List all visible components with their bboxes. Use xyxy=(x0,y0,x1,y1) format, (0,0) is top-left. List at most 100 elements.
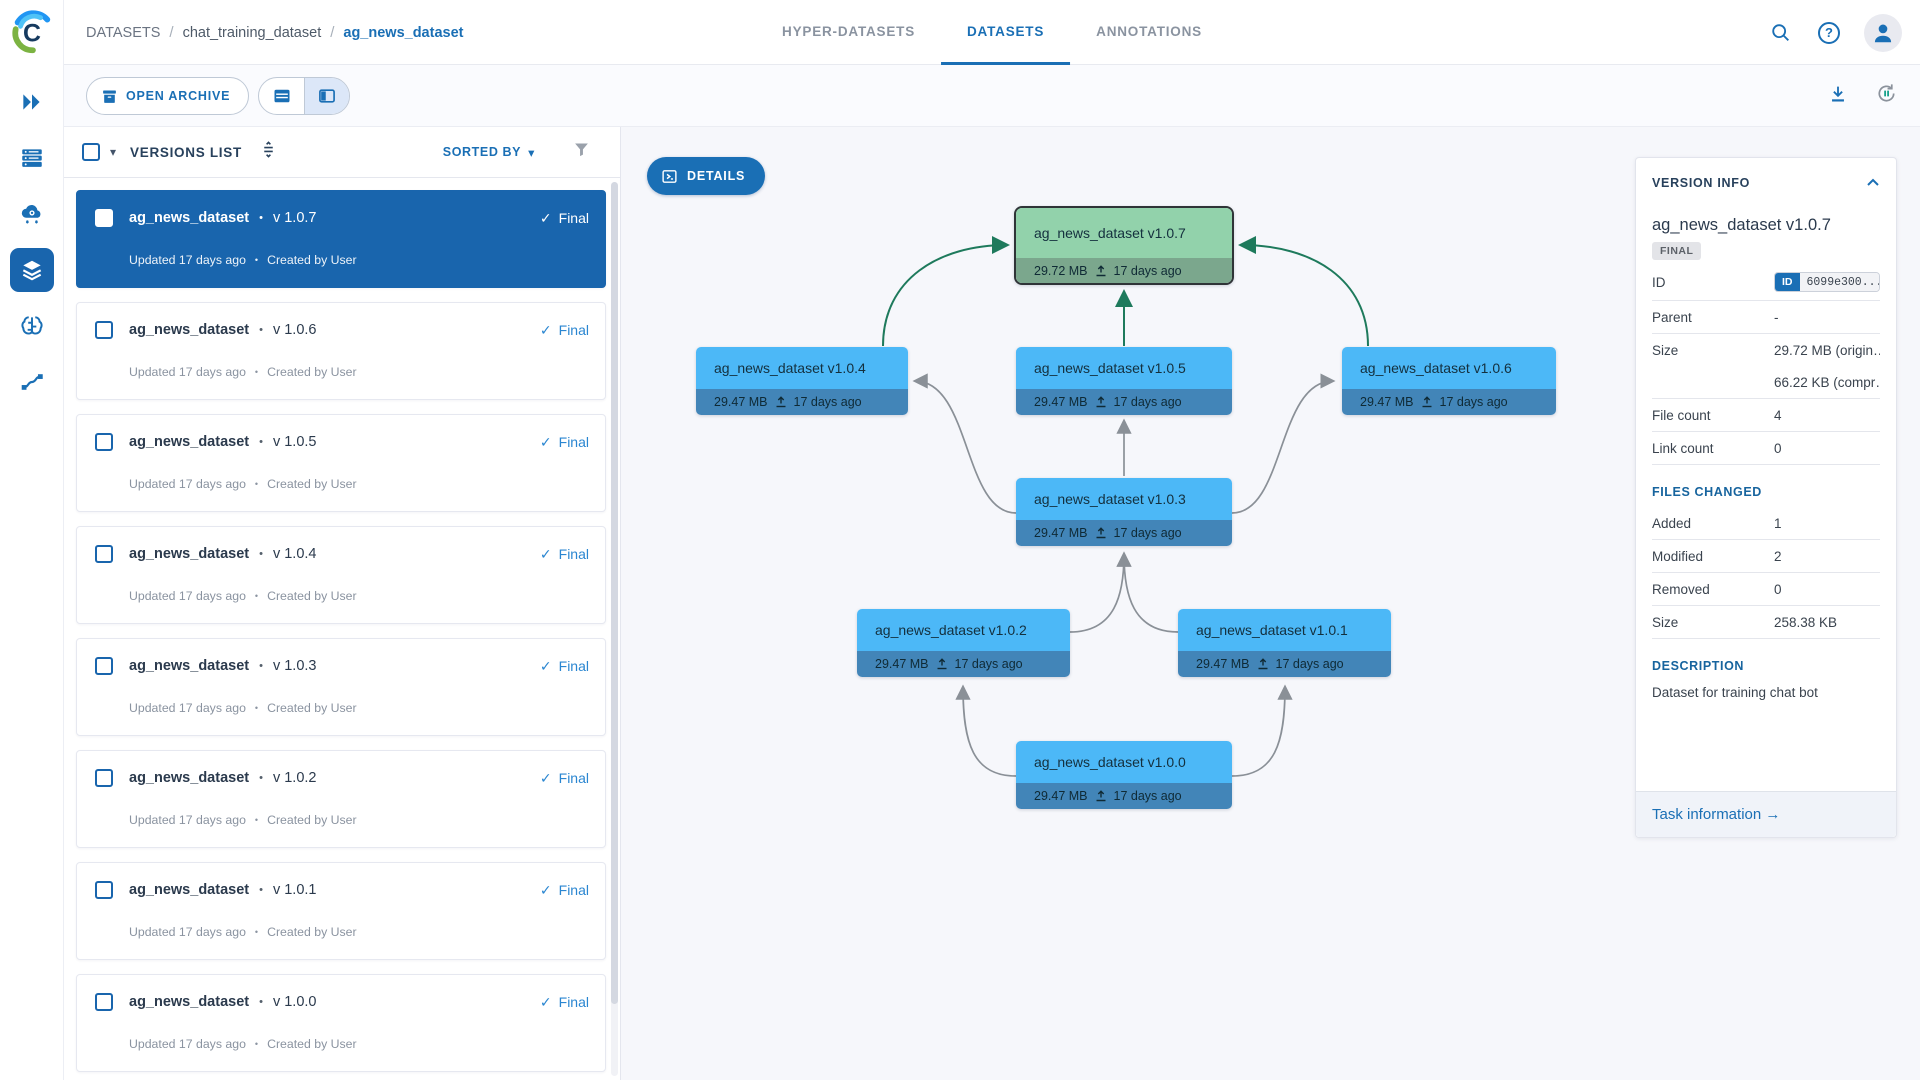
version-list-item[interactable]: ag_news_dataset • v 1.0.7 ✓ Final Update… xyxy=(76,190,606,288)
version-meta: Updated 17 days ago • Created by User xyxy=(129,589,357,603)
graph-node-v1.0.0[interactable]: ag_news_dataset v1.0.0 29.47 MB 17 days … xyxy=(1016,741,1232,809)
graph-node-label: ag_news_dataset v1.0.2 xyxy=(857,609,1070,651)
version-status: ✓ Final xyxy=(539,657,589,675)
check-icon: ✓ xyxy=(539,769,552,786)
download-icon[interactable] xyxy=(1827,83,1849,110)
graph-node-label: ag_news_dataset v1.0.7 xyxy=(1016,208,1232,258)
version-list-item[interactable]: ag_news_dataset • v 1.0.1 ✓ Final Update… xyxy=(76,862,606,960)
breadcrumb-datasets[interactable]: DATASETS xyxy=(86,24,161,41)
id-chip: ID xyxy=(1775,273,1800,291)
version-checkbox[interactable] xyxy=(95,321,113,339)
version-meta: Updated 17 days ago • Created by User xyxy=(129,253,357,267)
datasets-icon[interactable] xyxy=(0,242,64,298)
version-meta: Updated 17 days ago • Created by User xyxy=(129,477,357,491)
models-icon[interactable] xyxy=(0,298,64,354)
version-list-item[interactable]: ag_news_dataset • v 1.0.4 ✓ Final Update… xyxy=(76,526,606,624)
sidebar-nav xyxy=(0,74,64,410)
version-number: v 1.0.5 xyxy=(272,434,317,450)
table-view-button[interactable] xyxy=(259,78,304,114)
task-information-link[interactable]: Task information → xyxy=(1636,791,1896,837)
upload-icon xyxy=(1422,396,1432,408)
select-all-caret-icon[interactable]: ▾ xyxy=(110,145,117,159)
graph-node-v1.0.4[interactable]: ag_news_dataset v1.0.4 29.47 MB 17 days … xyxy=(696,347,908,415)
upload-icon xyxy=(1096,527,1106,539)
dataset-name: ag_news_dataset xyxy=(129,434,250,450)
version-checkbox[interactable] xyxy=(95,545,113,563)
version-list-item[interactable]: ag_news_dataset • v 1.0.6 ✓ Final Update… xyxy=(76,302,606,400)
breadcrumb-project[interactable]: chat_training_dataset xyxy=(182,24,322,41)
version-number: v 1.0.2 xyxy=(272,770,317,786)
search-icon[interactable] xyxy=(1768,20,1794,46)
filter-icon[interactable] xyxy=(573,141,590,163)
dot-separator: • xyxy=(254,815,259,825)
tab-annotations[interactable]: ANNOTATIONS xyxy=(1096,23,1202,39)
graph-node-footer: 29.47 MB 17 days ago xyxy=(696,389,908,415)
graph-node-footer: 29.47 MB 17 days ago xyxy=(857,651,1070,677)
version-checkbox[interactable] xyxy=(95,993,113,1011)
version-info-panel: VERSION INFO ag_news_dataset v1.0.7 FINA… xyxy=(1635,157,1897,838)
version-status: ✓ Final xyxy=(539,321,589,339)
version-checkbox[interactable] xyxy=(95,769,113,787)
files-changed-title: FILES CHANGED xyxy=(1652,485,1762,499)
version-name: ag_news_dataset v1.0.7 xyxy=(1652,216,1831,234)
id-row: ID ID 6099e300... xyxy=(1636,264,1896,300)
clearml-logo[interactable]: C xyxy=(0,0,64,66)
breadcrumb-dataset[interactable]: ag_news_dataset xyxy=(343,24,464,41)
graph-node-v1.0.1[interactable]: ag_news_dataset v1.0.1 29.47 MB 17 days … xyxy=(1178,609,1391,677)
dot-separator: • xyxy=(259,996,263,1008)
dot-separator: • xyxy=(254,703,259,713)
versions-scrollbar[interactable] xyxy=(611,182,618,1076)
expand-sidebar-icon[interactable] xyxy=(0,74,64,130)
dot-separator: • xyxy=(259,212,263,224)
dot-separator: • xyxy=(254,479,259,489)
graph-node-v1.0.7[interactable]: ag_news_dataset v1.0.7 29.72 MB 17 days … xyxy=(1014,206,1234,285)
sorted-by-dropdown[interactable]: SORTED BY ▾ xyxy=(442,145,535,160)
graph-node-v1.0.6[interactable]: ag_news_dataset v1.0.6 29.47 MB 17 days … xyxy=(1342,347,1556,415)
tab-hyper-datasets[interactable]: HYPER-DATASETS xyxy=(782,23,916,39)
version-graph-edges xyxy=(882,236,1369,777)
split-view-button[interactable] xyxy=(304,78,349,114)
upload-icon xyxy=(937,658,947,670)
projects-icon[interactable] xyxy=(0,130,64,186)
version-status: ✓ Final xyxy=(539,993,589,1011)
graph-node-v1.0.3[interactable]: ag_news_dataset v1.0.3 29.47 MB 17 days … xyxy=(1016,478,1232,546)
dot-separator: • xyxy=(259,324,263,336)
table-view-icon xyxy=(274,89,289,103)
check-icon: ✓ xyxy=(539,657,552,674)
version-list-item[interactable]: ag_news_dataset • v 1.0.0 ✓ Final Update… xyxy=(76,974,606,1072)
dot-separator: • xyxy=(259,436,263,448)
version-checkbox[interactable] xyxy=(95,881,113,899)
version-list-item[interactable]: ag_news_dataset • v 1.0.3 ✓ Final Update… xyxy=(76,638,606,736)
version-meta: Updated 17 days ago • Created by User xyxy=(129,925,357,939)
pipelines-icon[interactable] xyxy=(0,354,64,410)
sort-icon[interactable] xyxy=(260,141,277,163)
version-checkbox[interactable] xyxy=(95,433,113,451)
description-title: DESCRIPTION xyxy=(1652,659,1745,673)
graph-edge xyxy=(1231,373,1336,514)
select-all-checkbox[interactable] xyxy=(82,143,100,161)
version-list-item[interactable]: ag_news_dataset • v 1.0.2 ✓ Final Update… xyxy=(76,750,606,848)
graph-node-footer: 29.47 MB 17 days ago xyxy=(1016,389,1232,415)
graph-node-v1.0.5[interactable]: ag_news_dataset v1.0.5 29.47 MB 17 days … xyxy=(1016,347,1232,415)
top-header: DATASETS / chat_training_dataset / ag_ne… xyxy=(64,0,1920,65)
auto-refresh-icon[interactable] xyxy=(1875,82,1898,110)
dataset-name: ag_news_dataset xyxy=(129,546,250,562)
dataset-name: ag_news_dataset xyxy=(129,882,250,898)
user-avatar[interactable] xyxy=(1864,13,1902,52)
removed-row: Removed 0 xyxy=(1652,581,1782,597)
help-icon[interactable]: ? xyxy=(1816,20,1842,46)
version-list-item[interactable]: ag_news_dataset • v 1.0.5 ✓ Final Update… xyxy=(76,414,606,512)
deploy-cloud-icon[interactable] xyxy=(0,186,64,242)
final-badge: FINAL xyxy=(1652,242,1702,260)
collapse-panel-icon[interactable] xyxy=(1866,174,1880,192)
id-pill[interactable]: ID 6099e300... xyxy=(1774,272,1880,292)
graph-node-label: ag_news_dataset v1.0.3 xyxy=(1016,478,1232,520)
details-button[interactable]: DETAILS xyxy=(647,157,766,195)
version-checkbox[interactable] xyxy=(95,209,113,227)
tab-datasets[interactable]: DATASETS xyxy=(941,0,1071,65)
graph-node-v1.0.2[interactable]: ag_news_dataset v1.0.2 29.47 MB 17 days … xyxy=(857,609,1070,677)
graph-node-footer: 29.72 MB 17 days ago xyxy=(1016,258,1232,283)
file-count-row: File count 4 xyxy=(1652,407,1782,423)
version-checkbox[interactable] xyxy=(95,657,113,675)
open-archive-button[interactable]: OPEN ARCHIVE xyxy=(86,77,250,115)
